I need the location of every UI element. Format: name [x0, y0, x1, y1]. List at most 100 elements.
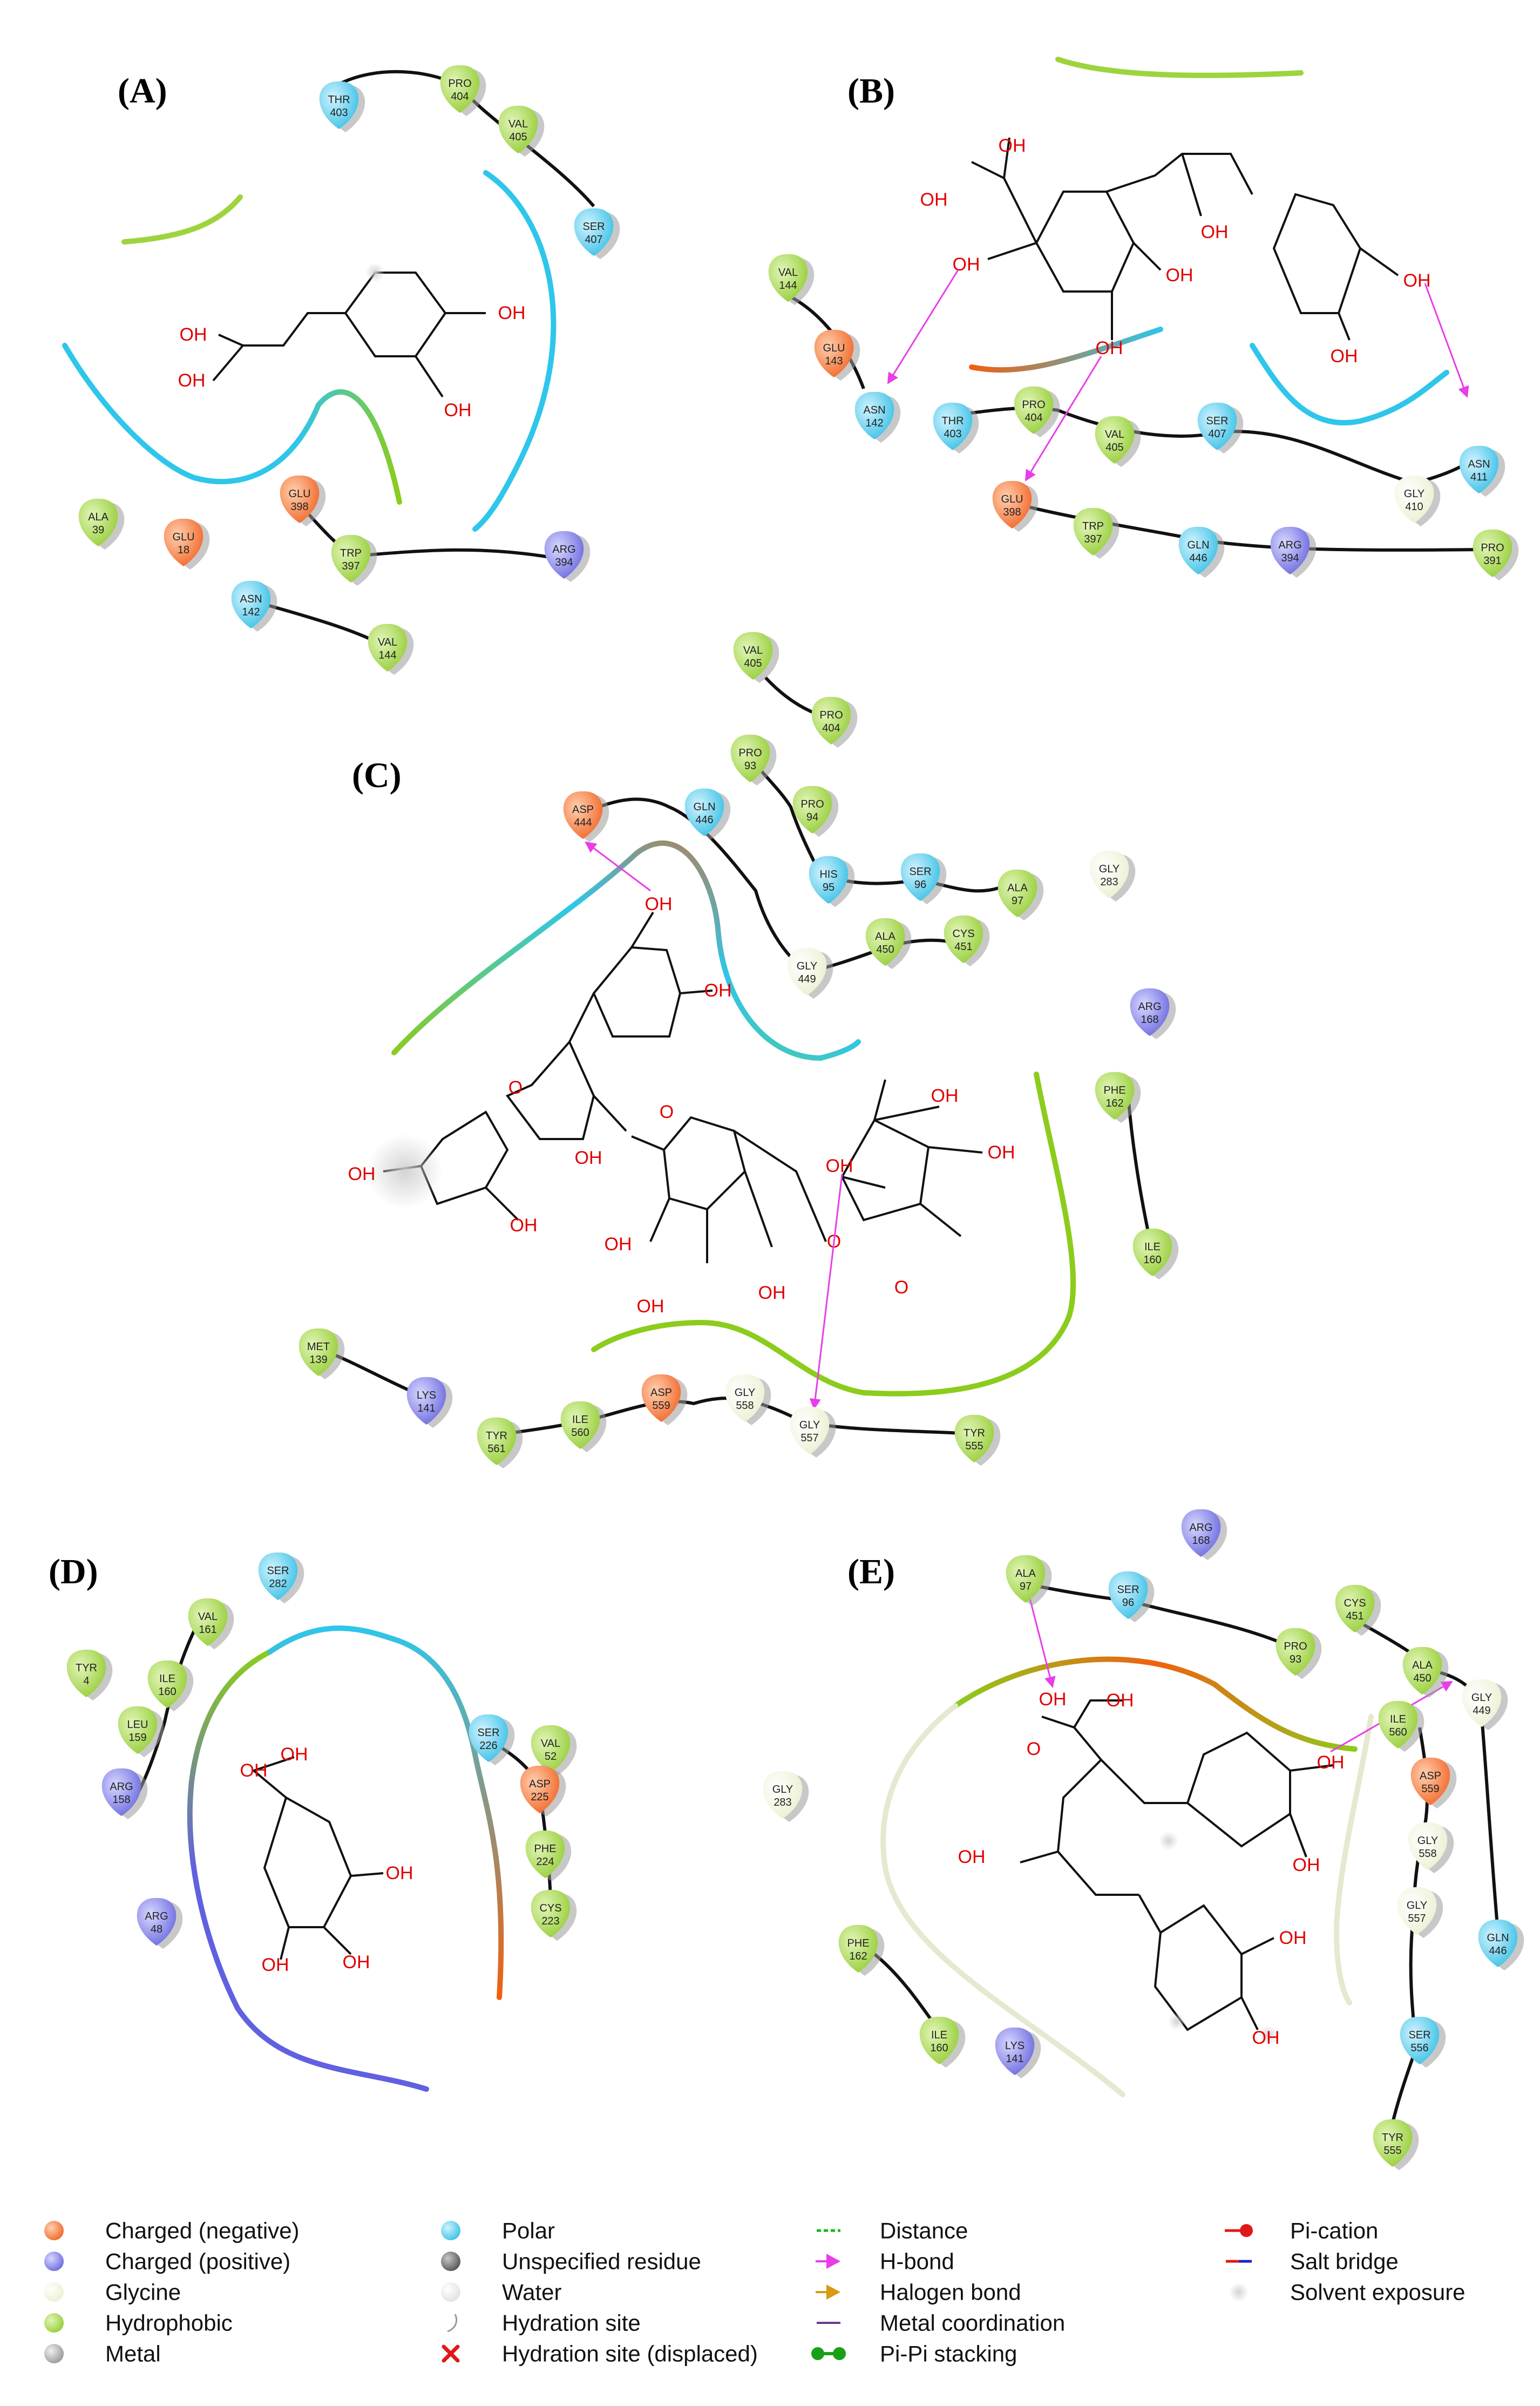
residue-name: VAL [541, 1738, 560, 1750]
residue-shape [1130, 988, 1170, 1036]
residue-name: GLY [1404, 488, 1425, 500]
ligand-atom-label: OH [575, 1148, 602, 1168]
residue-name: ASN [240, 593, 262, 605]
residue-number: 144 [378, 649, 396, 661]
residue-name: MET [307, 1341, 330, 1353]
residue-shape [811, 696, 851, 745]
ligand-atom-label: OH [444, 400, 472, 421]
residue-shape [933, 402, 973, 451]
residue-number: 555 [1383, 2145, 1401, 2157]
residue-number: 560 [571, 1427, 589, 1439]
legend-item: Salt bridge [1226, 2249, 1399, 2274]
ligand-structure [251, 1756, 384, 1960]
ligand-atom-label: OH [1039, 1689, 1067, 1710]
residue-number: 162 [849, 1950, 867, 1962]
ligand-atom-label: OH [637, 1296, 664, 1317]
residue-name: PRO [800, 798, 824, 810]
panel-e-label: (E) [847, 1552, 895, 1591]
residue-name: ASP [1420, 1770, 1441, 1782]
residue-number: 93 [1290, 1653, 1301, 1665]
solvent-exposure-marker [1168, 2013, 1185, 2030]
residue-markers-layer: THR403PRO404VAL405SER407ALA39GLU18GLU398… [66, 65, 1524, 2171]
residue-number: 446 [1489, 1945, 1507, 1957]
residue-name: PHE [847, 1937, 869, 1949]
residue-name: ASN [863, 404, 885, 416]
ligand-atom-label: OH [1293, 1855, 1320, 1875]
residue-number: 407 [1208, 428, 1226, 440]
residue-number: 398 [290, 501, 308, 513]
residue-name: GLY [772, 1784, 793, 1795]
residue-name: ALA [1007, 882, 1028, 894]
residue-shape [1108, 1571, 1148, 1619]
residue-number: 450 [876, 944, 894, 955]
ligand-atom-label: OH [240, 1760, 268, 1781]
ring-oxygen-label: O [894, 1277, 908, 1298]
residue-number: 283 [774, 1797, 791, 1808]
residue-number: 143 [825, 355, 843, 367]
residue-name: ASP [529, 1778, 551, 1790]
residue-number: 283 [1100, 876, 1118, 888]
residue-name: TYR [1382, 2132, 1403, 2144]
ligand-atom-label: OH [1201, 222, 1229, 242]
residue-number: 397 [1084, 533, 1102, 545]
legend-item: H-bond [816, 2249, 954, 2274]
residue-shape [1132, 1228, 1172, 1277]
legend-label: Charged (negative) [105, 2218, 300, 2244]
hbond-arrow-icon [816, 2254, 840, 2269]
solvent-exposure-marker [367, 1134, 443, 1209]
residue-shape [137, 1897, 177, 1946]
hbond-arrows [887, 269, 1469, 482]
pi-cation-icon [1225, 2224, 1253, 2237]
residue-number: 558 [1419, 1848, 1436, 1860]
legend-item: Distance [817, 2218, 968, 2244]
residue-number: 557 [800, 1432, 818, 1444]
residue-shape [1006, 1555, 1046, 1603]
legend-label: Halogen bond [880, 2280, 1021, 2305]
residue-number: 139 [309, 1354, 327, 1366]
halogen-bond-arrow-icon [816, 2285, 840, 2300]
residue-number: 403 [944, 428, 961, 440]
residue-name: HIS [819, 869, 837, 880]
ligand-atom-label: OH [386, 1863, 413, 1883]
residue-number: 160 [158, 1686, 176, 1698]
residue-shape [1378, 1700, 1418, 1749]
residue-number: 451 [954, 941, 972, 953]
residue-shape [725, 1374, 765, 1422]
residue-shape [1462, 1679, 1502, 1727]
residue-name: GLY [1417, 1835, 1439, 1847]
ligand-atom-label: OH [958, 1847, 986, 1867]
residue-number: 161 [199, 1624, 216, 1636]
residue-name: TRP [1082, 520, 1104, 532]
residue-name: GLY [735, 1387, 756, 1399]
residue-shape [440, 65, 480, 113]
legend-label: Hydrophobic [105, 2310, 233, 2336]
residue-number: 398 [1003, 506, 1021, 518]
legend-item: Charged (positive) [44, 2249, 290, 2274]
residue-name: TYR [486, 1430, 507, 1442]
residue-number: 559 [652, 1400, 670, 1412]
ligand-atom-label: OH [704, 980, 732, 1001]
legend-label: Glycine [105, 2280, 181, 2305]
residue-number: 451 [1346, 1610, 1363, 1622]
residue-number: 446 [1189, 552, 1207, 564]
